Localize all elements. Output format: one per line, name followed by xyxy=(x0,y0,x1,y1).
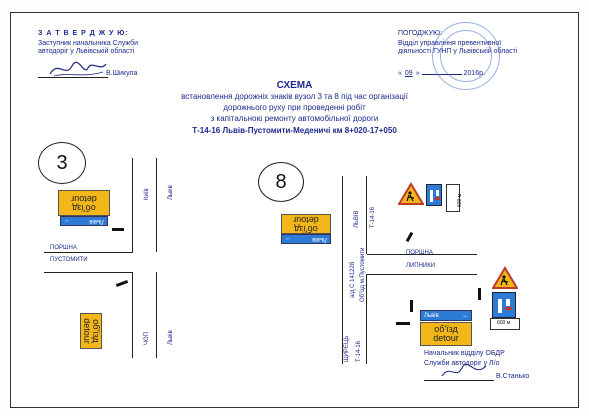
node8-sign-post-bottom-left xyxy=(396,322,410,325)
node8-sign-post-mid xyxy=(410,300,413,312)
distance-plate-bottom: 600 м xyxy=(490,318,520,330)
node3-direction-sign-top: Львів→ xyxy=(60,216,108,226)
node8-sign-post-bottom-right xyxy=(478,288,481,300)
node8-road-v-left xyxy=(342,176,343,364)
node8-road-label-lviv: ЛЬВІВ xyxy=(354,210,360,228)
schema-title: СХЕМА xyxy=(276,80,313,91)
schema-desc-line4: Т-14-16 Львів-Пустомити-Меденичі км 8+02… xyxy=(192,126,397,135)
road-works-warning-sign-top xyxy=(398,182,424,205)
node8-direction-sign-left: Львів→ xyxy=(281,234,331,244)
footer-signature xyxy=(441,363,487,377)
footer-signer-name: В.Станько xyxy=(496,373,530,380)
node8-road-label-shchyrets: ЩИРЕЦЬ xyxy=(344,335,350,362)
schema-desc-line2: дорожнього руху при проведенні робіт xyxy=(223,103,366,112)
distance-plate-top: 600 м xyxy=(446,184,463,212)
node8-road-v-right-bottom xyxy=(366,274,367,364)
approve-label: З А Т В Е Р Д Ж У Ю: xyxy=(38,30,129,37)
approver-position-line1: Заступник начальника Служби xyxy=(38,40,139,47)
node3-road-label-chop: ЧОП xyxy=(144,332,150,345)
official-stamp-inner xyxy=(440,30,492,82)
footer-position-line2: Служби автодоріг у Л/о xyxy=(424,360,500,367)
node3-road-v-left-bottom xyxy=(132,272,133,358)
schema-desc-line3: з капітальною ремонту автомобільної доро… xyxy=(210,114,379,123)
node3-road-label-pustomyty: ПУСТОМИТИ xyxy=(50,257,88,263)
node8-road-label-t1416-bottom: Т-14-16 xyxy=(356,340,362,362)
approver-name: В.Шикула xyxy=(106,70,138,77)
node8-road-label-c141228: а/д С 141228 xyxy=(350,261,356,298)
node3-road-label-porshna: ПОРШНА xyxy=(50,245,77,251)
node8-road-label-lypnyky: ЛИПНИКИ xyxy=(406,263,436,269)
lane-narrowing-sign-bottom xyxy=(492,292,516,318)
node-8-marker: 8 xyxy=(258,162,304,202)
schema-desc-line1: встановлення дорожніх знаків вузол 3 та … xyxy=(181,92,408,101)
footer-position-line1: Начальник відділу ОБДР xyxy=(424,350,505,357)
node8-road-label-t1416-top: Т-14-16 xyxy=(370,206,376,228)
node3-road-label-lviv-bottom: Львів xyxy=(168,330,174,345)
node8-road-label-porshna: ПОРШНА xyxy=(406,250,433,256)
node8-road-h-top xyxy=(367,254,477,255)
node3-road-v-right-bottom xyxy=(156,272,157,358)
node3-road-v-left-top xyxy=(132,158,133,252)
signature-line-left xyxy=(38,77,108,78)
node8-road-label-detour-pustomyty: Об'їзд м.Пустомити xyxy=(360,247,366,302)
lane-narrowing-sign-top xyxy=(426,184,442,206)
road-works-warning-sign-bottom xyxy=(492,266,518,289)
node8-road-h-bottom xyxy=(367,274,477,275)
approver-position-line2: автодоріг у Львівській області xyxy=(38,48,135,55)
node3-sign-post-top xyxy=(112,228,124,231)
node3-road-v-right-top xyxy=(156,158,157,252)
signature-left xyxy=(49,61,107,77)
agreed-label: ПОГОДЖУЮ: xyxy=(398,30,442,37)
node3-road-h-bottom xyxy=(44,272,133,273)
node-3-marker: 3 xyxy=(38,142,86,184)
node3-road-label-kyiv: Київ xyxy=(144,188,150,200)
footer-signature-line xyxy=(424,380,494,381)
node3-road-label-lviv-top: Львів xyxy=(168,185,174,200)
official-stamp xyxy=(432,22,500,90)
node8-direction-sign-right: Львів→ xyxy=(420,310,472,321)
node8-road-v-right-top xyxy=(366,176,367,254)
node3-road-h-top xyxy=(44,252,133,253)
